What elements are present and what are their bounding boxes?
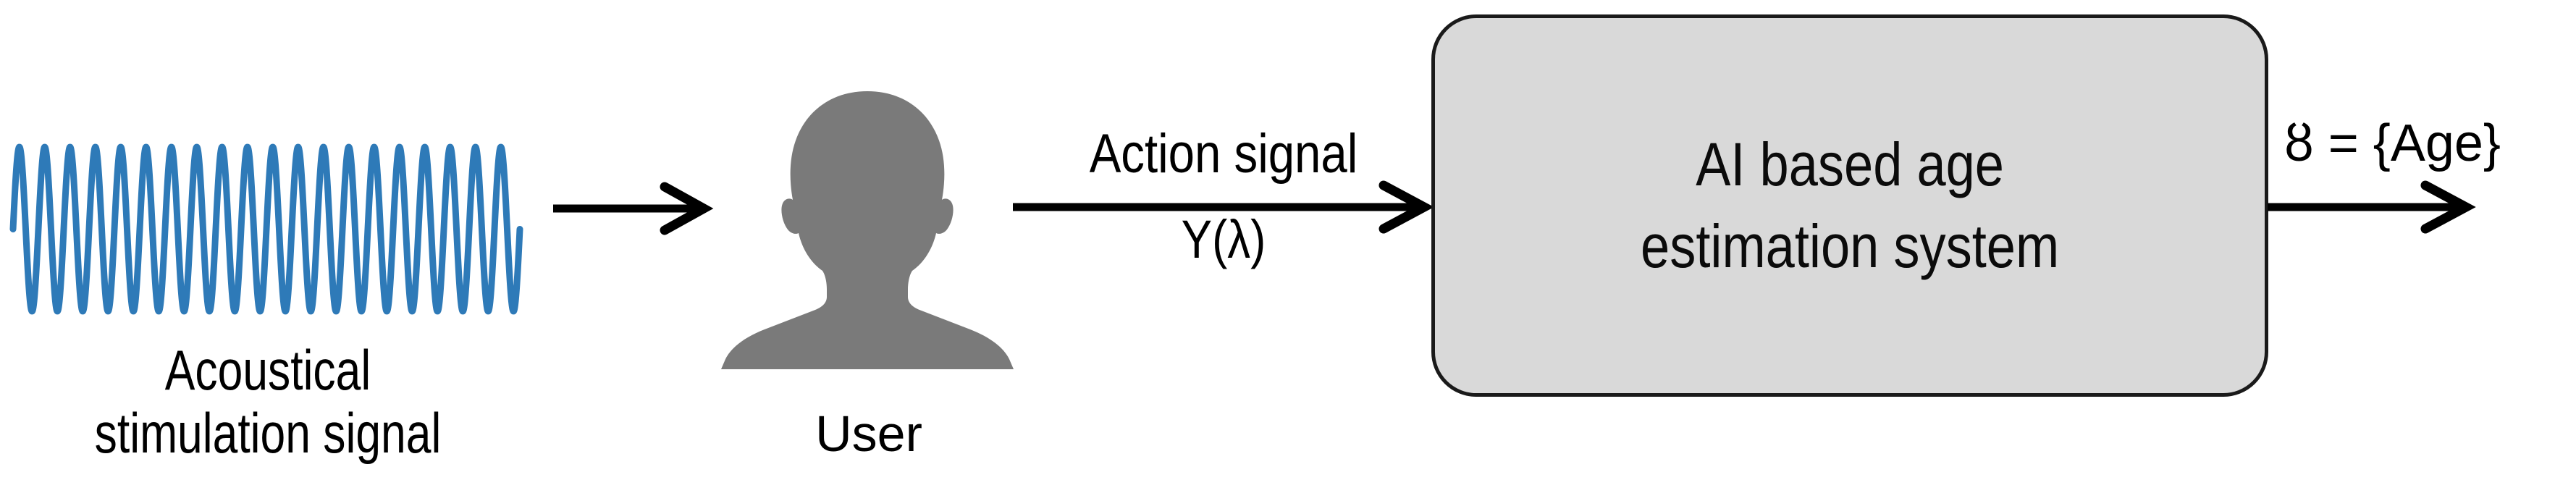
user-silhouette-icon — [721, 91, 1014, 369]
user-to-system-arrow — [1010, 180, 1437, 237]
system-output-label: ȣ = {Age} — [2284, 114, 2501, 172]
system-box-label: AI based age estimation system — [1640, 130, 2060, 280]
action-signal-formula: Y(λ) — [1181, 209, 1266, 269]
user-avatar — [715, 85, 1019, 375]
sine-wave-icon — [9, 143, 523, 315]
system-output-arrow — [2265, 180, 2482, 237]
user-caption: User — [815, 405, 922, 462]
arrow-right-icon — [2268, 180, 2476, 234]
acoustical-stimulation-waveform — [0, 109, 550, 348]
arrow-right-icon — [553, 182, 714, 235]
acoustical-stimulation-caption: Acoustical stimulation signal — [94, 338, 442, 466]
stimulus-to-user-arrow — [550, 181, 717, 236]
ai-age-estimation-system-box[interactable]: AI based age estimation system — [1431, 14, 2268, 397]
action-signal-label: Action signal — [1089, 123, 1358, 185]
arrow-right-icon — [1013, 180, 1434, 234]
